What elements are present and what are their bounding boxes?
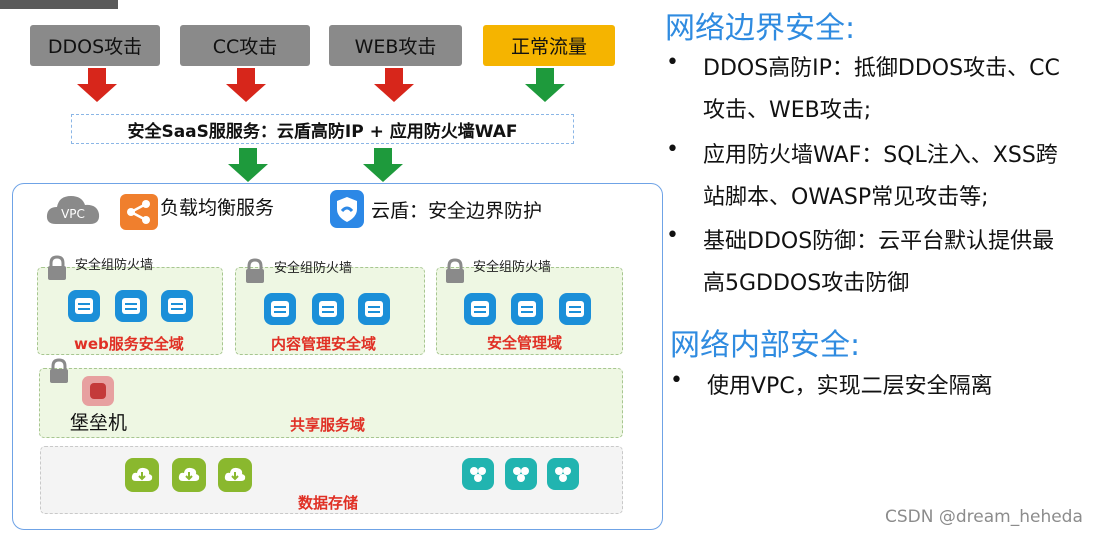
vpc-container (12, 183, 663, 530)
storage-icon (172, 458, 206, 492)
bullet-dot: • (666, 137, 679, 162)
web-zone-label: web服务安全域 (74, 335, 184, 353)
load-balancer-icon (120, 194, 158, 230)
bullet-dot: • (670, 368, 683, 393)
vpc-cloud-icon: VPC (46, 196, 100, 224)
cc-attack-label: CC攻击 (212, 36, 278, 58)
internal-security-heading: 网络内部安全: (670, 328, 861, 363)
cloud-shield-icon (330, 190, 364, 228)
vpc-icon-text: VPC (61, 207, 85, 221)
bullet-text: 应用防火墙WAF：SQL注入、XSS跨 (703, 143, 1058, 168)
shared-service-zone (39, 368, 623, 438)
shared-zone-label: 共享服务域 (290, 416, 366, 434)
content-zone-label: 内容管理安全域 (271, 335, 377, 353)
csdn-watermark: CSDN @dream_heheda (885, 507, 1083, 527)
storage-icon (125, 458, 159, 492)
lock-icon (246, 258, 264, 283)
database-icon (505, 458, 537, 490)
bullet-text: 攻击、WEB攻击; (703, 98, 872, 123)
server-icon (559, 293, 591, 325)
red-arrow-icon (226, 68, 266, 102)
database-icon (462, 458, 494, 490)
bullet-text: DDOS高防IP：抵御DDOS攻击、CC (703, 56, 1060, 81)
green-arrow-icon (228, 148, 268, 182)
boundary-security-heading: 网络边界安全: (665, 11, 856, 46)
bastion-host-icon (82, 376, 114, 406)
server-icon (115, 290, 147, 322)
load-balancer-label: 负载均衡服务 (160, 197, 275, 219)
server-icon (511, 293, 543, 325)
management-zone-label: 安全管理域 (487, 334, 563, 352)
bullet-text: 站脚本、OWASP常见攻击等; (703, 185, 989, 210)
data-storage-label: 数据存储 (298, 494, 359, 512)
bullet-text: 高5GDDOS攻击防御 (703, 271, 910, 296)
server-icon (312, 293, 344, 325)
lock-icon (50, 358, 68, 383)
saas-service-label: 安全SaaS服服务：云盾高防IP + 应用防火墙WAF (127, 121, 518, 142)
server-icon (264, 293, 296, 325)
saas-service-box: 安全SaaS服服务：云盾高防IP + 应用防火墙WAF (71, 114, 574, 144)
bullet-dot: • (666, 50, 679, 75)
server-icon (161, 290, 193, 322)
bullet-text: 基础DDOS防御：云平台默认提供最 (703, 229, 1055, 254)
server-icon (464, 293, 496, 325)
storage-icon (218, 458, 252, 492)
ddos-attack-label: DDOS攻击 (47, 36, 143, 58)
ddos-attack-box: DDOS攻击 (30, 25, 160, 66)
cc-attack-box: CC攻击 (180, 25, 310, 66)
bullet-dot: • (666, 223, 679, 248)
normal-traffic-box: 正常流量 (483, 25, 615, 66)
bastion-host-label: 堡垒机 (70, 412, 128, 434)
lock-icon (446, 258, 464, 283)
top-tab-stub (0, 0, 118, 9)
web-attack-box: WEB攻击 (329, 25, 462, 66)
database-icon (547, 458, 579, 490)
red-arrow-icon (77, 68, 117, 102)
web-attack-label: WEB攻击 (354, 36, 437, 58)
firewall-label: 安全组防火墙 (75, 258, 154, 273)
red-arrow-icon (374, 68, 414, 102)
firewall-label: 安全组防火墙 (473, 260, 552, 275)
bullet-text: 使用VPC，实现二层安全隔离 (707, 374, 993, 399)
cloud-shield-label: 云盾：安全边界防护 (371, 200, 543, 222)
server-icon (358, 293, 390, 325)
firewall-label: 安全组防火墙 (274, 261, 353, 276)
lock-icon (48, 255, 66, 280)
green-arrow-icon (525, 68, 565, 102)
normal-traffic-label: 正常流量 (510, 36, 587, 58)
green-arrow-icon (363, 148, 403, 182)
server-icon (68, 290, 100, 322)
